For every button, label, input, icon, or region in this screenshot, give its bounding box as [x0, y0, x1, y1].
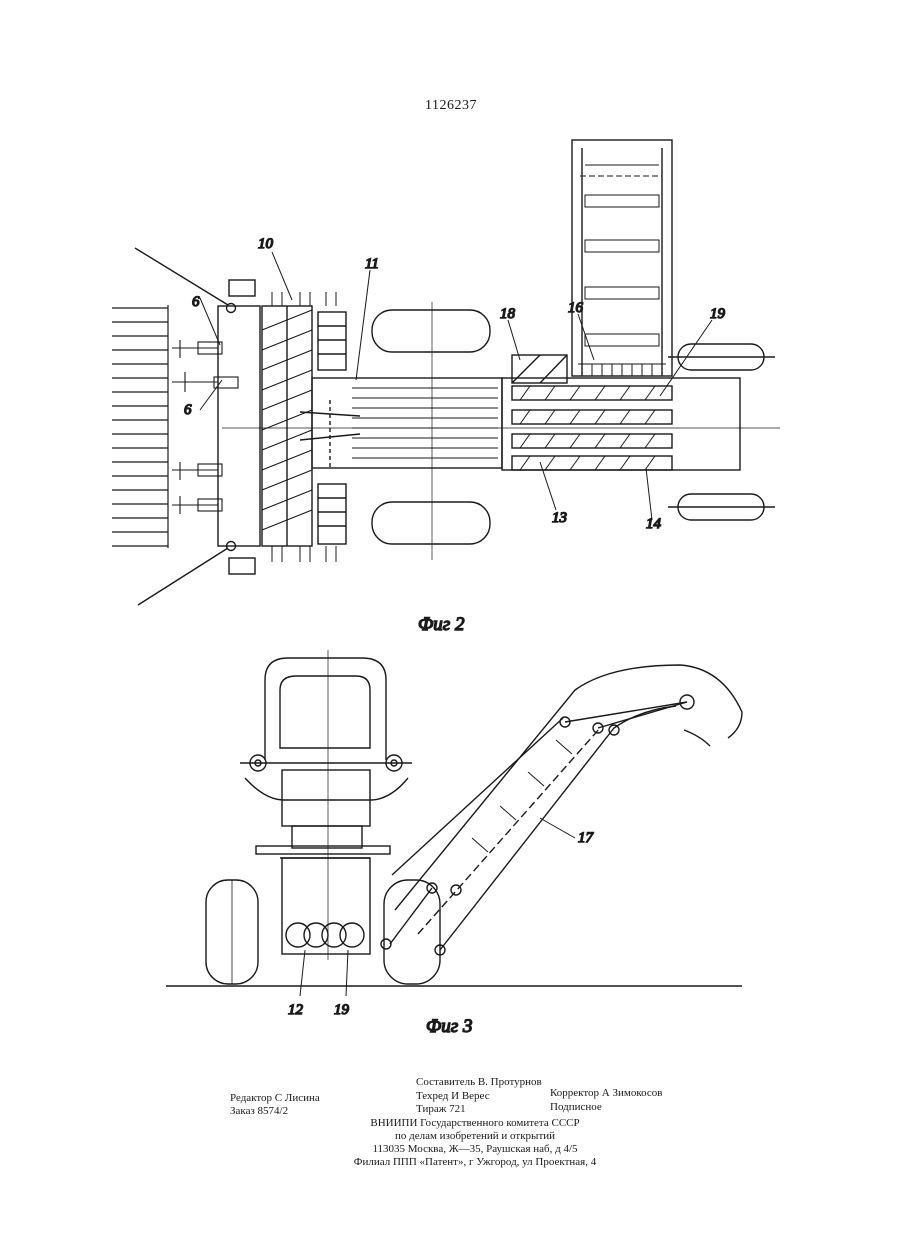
techred-line: Техред И Верес: [416, 1090, 490, 1103]
org-line-1: ВНИИПИ Государственного комитета СССР: [225, 1117, 725, 1130]
label-10: 10: [258, 236, 274, 252]
editor-line: Редактор С Лисина: [230, 1092, 320, 1105]
label-16: 16: [568, 300, 584, 316]
circulation-line: Тираж 721: [416, 1103, 466, 1116]
figure-2-caption: Фиг 2: [418, 614, 465, 635]
label-13: 13: [552, 510, 567, 526]
label-14: 14: [646, 516, 662, 532]
label-6-bottom: 6: [184, 402, 192, 418]
org-line-2: по делам изобретений и открытий: [225, 1130, 725, 1143]
label-19-fig3: 19: [334, 1002, 350, 1018]
figure-2-drawing: [112, 140, 780, 605]
corrector-line: Корректор А Зимокосов: [550, 1087, 662, 1100]
label-11: 11: [365, 256, 379, 272]
label-17: 17: [578, 830, 595, 846]
address-line: 113035 Москва, Ж—35, Раушская наб, д 4/5: [225, 1143, 725, 1156]
figure-3-caption: Фиг 3: [426, 1016, 472, 1037]
label-6-top: 6: [192, 294, 200, 310]
label-19: 19: [710, 306, 726, 322]
label-18: 18: [500, 306, 516, 322]
branch-line: Филиал ППП «Патент», г Ужгород, ул Проек…: [225, 1156, 725, 1169]
figure-3-drawing: [166, 650, 742, 996]
compiler-line: Составитель В. Протурнов: [416, 1076, 542, 1089]
subscription-line: Подписное: [550, 1101, 602, 1114]
label-12: 12: [288, 1002, 304, 1018]
